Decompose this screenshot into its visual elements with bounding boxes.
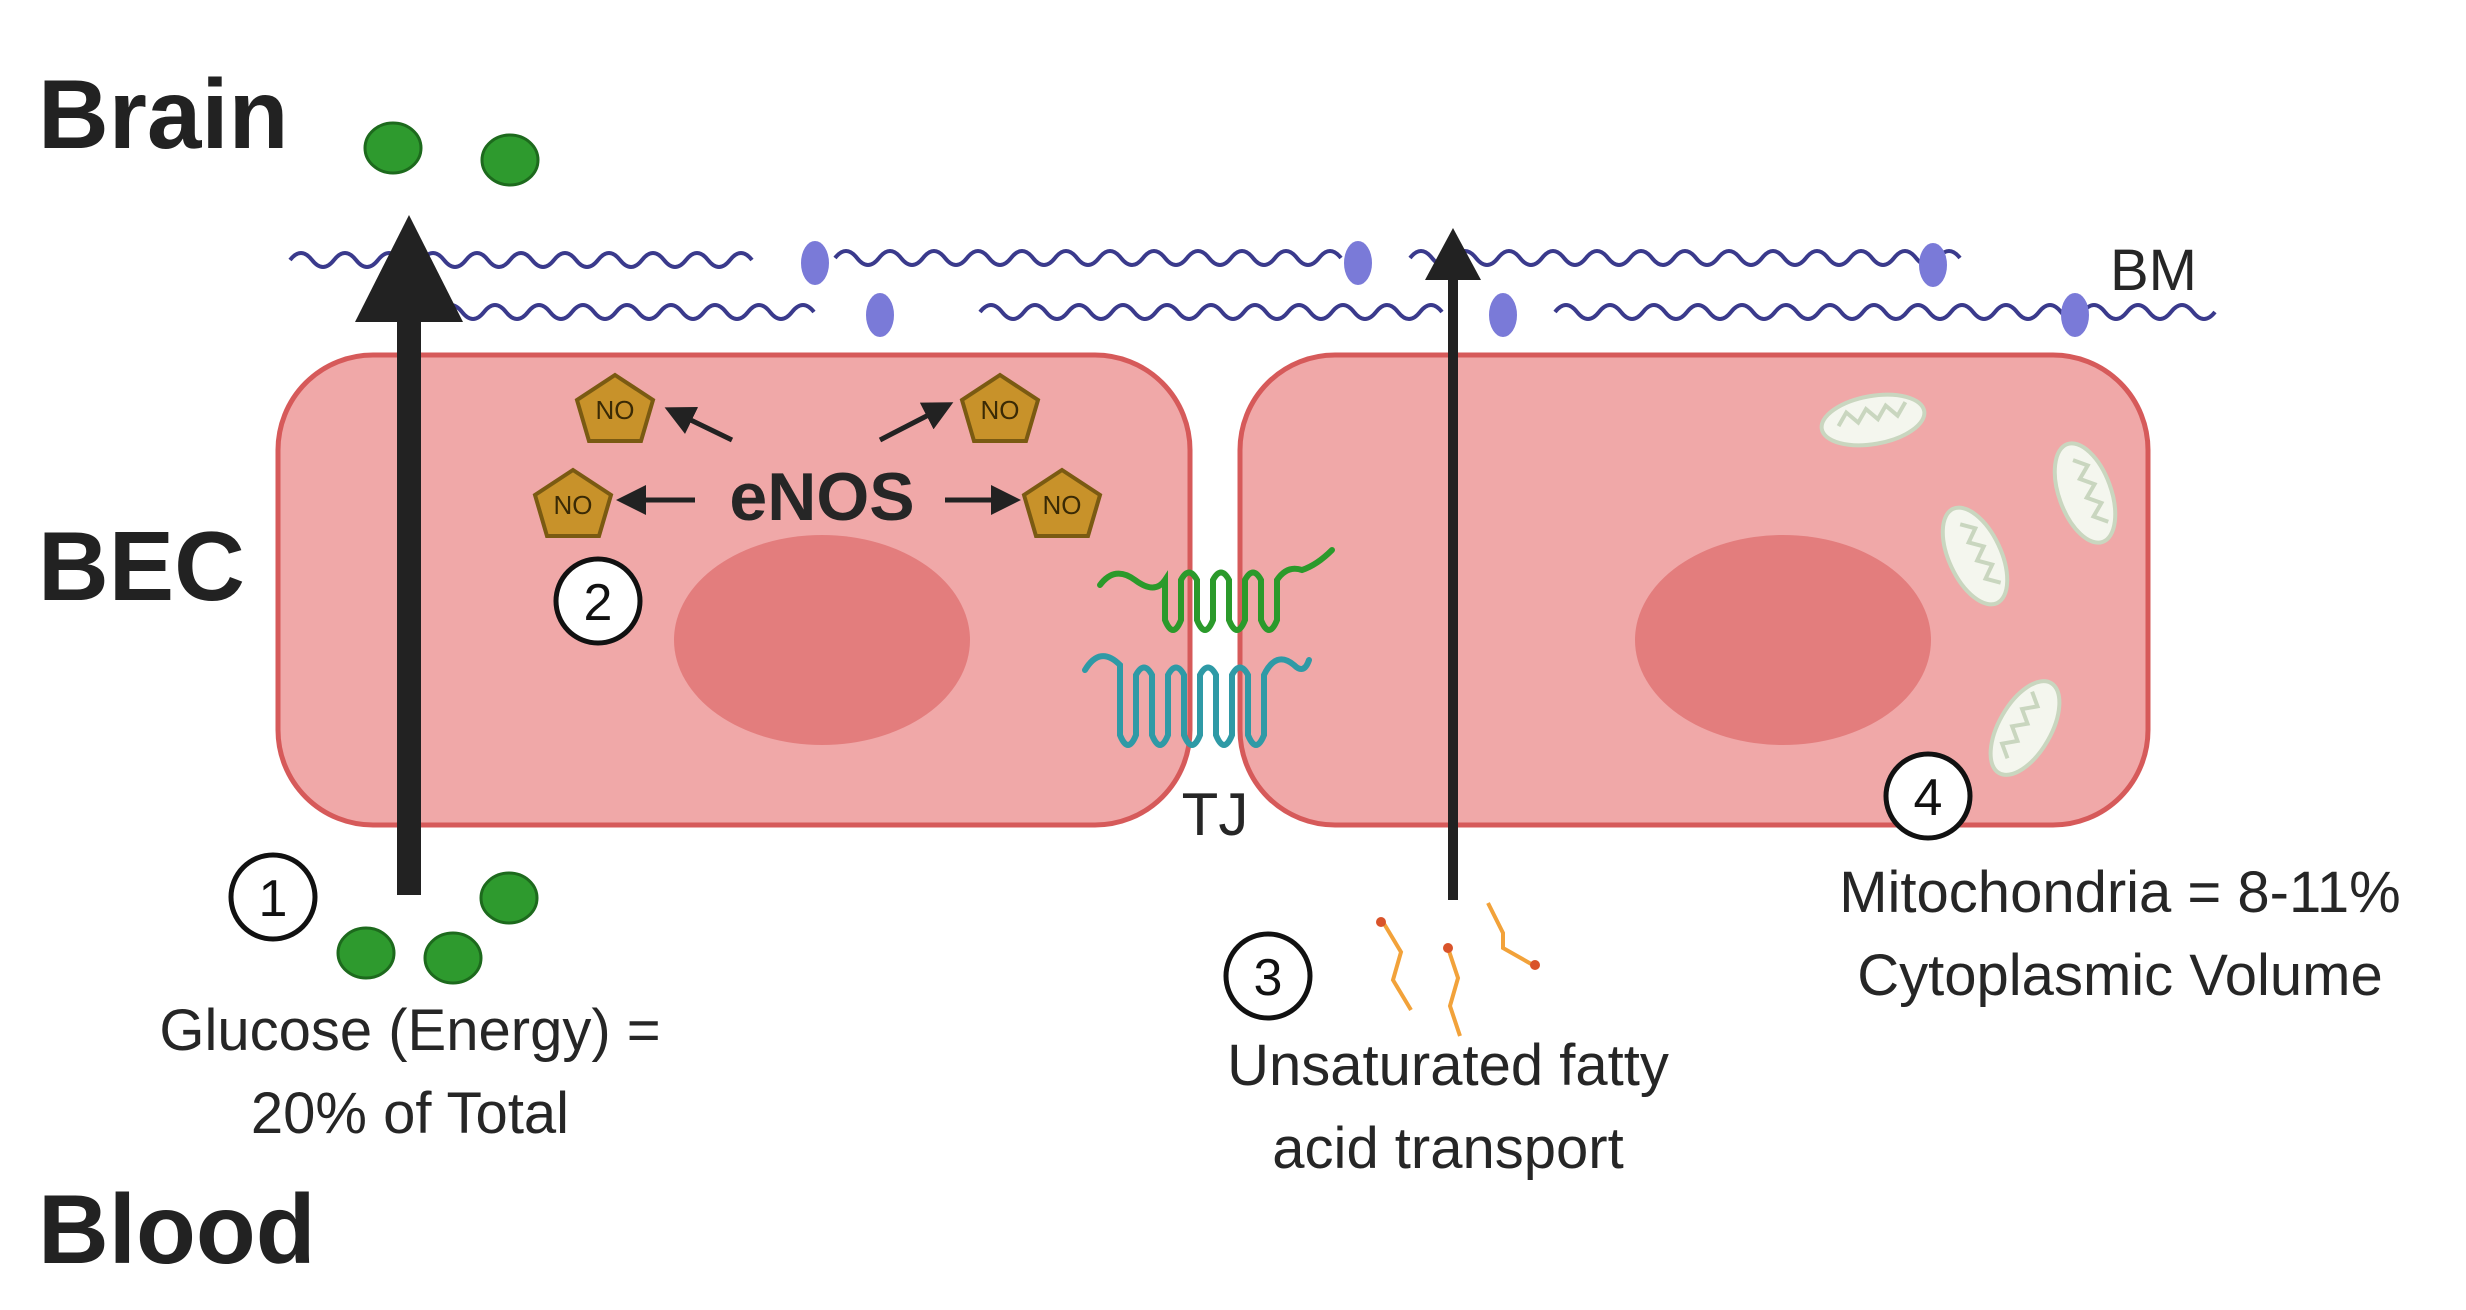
fatty-acid-head [1530, 960, 1540, 970]
no-molecule: NO [959, 372, 1041, 443]
mitochondrion [1940, 505, 2010, 607]
region-label-blood: Blood [38, 1174, 316, 1284]
caption-line: Mitochondria = 8-11% [1839, 860, 2401, 925]
caption-mitochondria: Mitochondria = 8-11% Cytoplasmic Volume [1839, 860, 2401, 1008]
enos-arrow [878, 402, 954, 443]
caption-line: acid transport [1272, 1116, 1623, 1181]
fatty-acid-head [1376, 917, 1386, 927]
fatty-acid-molecule [1446, 947, 1462, 1037]
step-number: 2 [584, 574, 613, 632]
membrane-fiber [1408, 243, 1962, 287]
caption-line: Cytoplasmic Volume [1857, 943, 2382, 1008]
step-number: 4 [1914, 769, 1943, 827]
fatty-acid-head [1443, 943, 1453, 953]
step-marker-1: 1 [228, 852, 318, 942]
region-label-bec: BEC [38, 511, 245, 621]
tight-junction-label: TJ [1182, 781, 1249, 848]
basement-membrane-label: BM [2110, 238, 2197, 303]
fatty-acid-molecule [1381, 920, 1413, 1012]
membrane-fiber [288, 241, 829, 285]
mitochondrion [1988, 679, 2062, 777]
nucleus [674, 535, 970, 745]
endothelial-cell-right [1237, 352, 2151, 828]
glucose-molecule [479, 871, 539, 925]
step-marker-3: 3 [1223, 931, 1313, 1021]
step-marker-2: 2 [553, 556, 643, 646]
region-label-brain: Brain [38, 59, 289, 169]
glucose-arrow-shaft [397, 290, 421, 895]
caption-line: Glucose (Energy) = [159, 998, 660, 1063]
enos-label: eNOS [729, 459, 914, 535]
mitochondria [1819, 392, 2118, 777]
no-molecule: NO [1021, 467, 1103, 538]
enos-arrow [664, 406, 734, 443]
nucleus [1635, 535, 1931, 745]
membrane-fiber [438, 293, 894, 337]
glucose-arrow-head [355, 215, 463, 322]
glucose-molecule [363, 121, 423, 175]
glucose-molecule [423, 931, 483, 985]
tight-junction-proteins [1082, 547, 1335, 748]
membrane-fiber [833, 241, 1372, 285]
basement-membrane [288, 241, 2217, 337]
caption-line: 20% of Total [251, 1081, 569, 1146]
membrane-fiber [978, 293, 1517, 337]
no-molecule: NO [532, 467, 614, 538]
step-number: 1 [259, 870, 288, 928]
endothelial-cell-left [275, 352, 1193, 828]
mitochondrion [1819, 392, 1927, 448]
caption-fatty-acid: Unsaturated fatty acid transport [1227, 1033, 1669, 1181]
fatty-acid-transport [1376, 228, 1540, 1037]
step-marker-4: 4 [1883, 751, 1973, 841]
caption-line: Unsaturated fatty [1227, 1033, 1669, 1098]
fatty-acid-arrow-head [1425, 228, 1481, 280]
step-number: 3 [1254, 949, 1283, 1007]
fatty-acid-molecule [1486, 902, 1534, 967]
enos-group: eNOS NO NO NO NO [532, 372, 1103, 538]
no-label: NO [596, 395, 635, 425]
no-label: NO [1043, 490, 1082, 520]
glucose-transport [336, 121, 540, 985]
glucose-molecule [336, 926, 396, 980]
caption-glucose: Glucose (Energy) = 20% of Total [159, 998, 660, 1146]
membrane-fiber [1553, 293, 2217, 337]
no-label: NO [981, 395, 1020, 425]
mitochondrion [2052, 441, 2118, 545]
glucose-molecule [480, 133, 540, 187]
no-label: NO [554, 490, 593, 520]
no-molecule: NO [574, 372, 656, 443]
